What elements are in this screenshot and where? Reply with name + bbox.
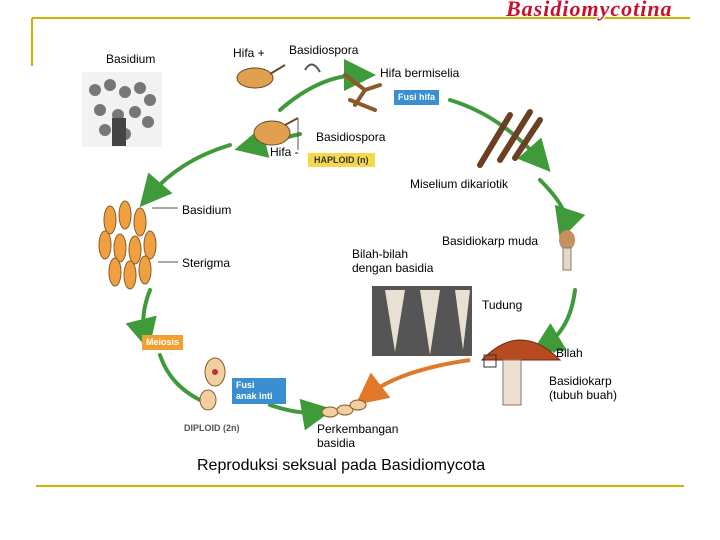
diploid-cells (199, 357, 226, 411)
mushroom-drawing (480, 339, 562, 406)
page-title: Basidiomycotina (506, 0, 673, 21)
label-perkembangan-basidia: Perkembangan basidia (317, 422, 399, 450)
tag-haploid: HAPLOID (n) (308, 153, 375, 167)
label-basidiospora-mid: Basidiospora (316, 130, 386, 144)
label-basidiokarp-muda: Basidiokarp muda (442, 234, 539, 248)
tag-fusi-hifa: Fusi hifa (394, 90, 440, 105)
gill-section (372, 286, 472, 356)
label-bilah-dengan-basidia: Bilah-bilah dengan basidia (352, 247, 434, 275)
hifa-minus-spore (253, 117, 299, 150)
label-hifa-minus: Hifa - (270, 145, 299, 159)
label-hifa-bermiselia: Hifa bermiselia (380, 66, 460, 80)
label-basidiospora-top: Basidiospora (289, 43, 359, 57)
tag-meiosis: Meiosis (142, 335, 184, 350)
developing-basidia (321, 399, 367, 418)
label-sterigma: Sterigma (182, 256, 231, 270)
basidium-micrograph (82, 72, 162, 147)
label-tudung: Tudung (482, 298, 523, 312)
label-hifa-plus: Hifa + (233, 46, 265, 60)
slide-frame (31, 17, 690, 487)
basidia-cluster (98, 200, 178, 290)
label-basidiokarp-tubuh-buah: Basidiokarp (tubuh buah) (549, 374, 618, 402)
hyphae-drawing (343, 73, 382, 112)
label-bilah: Bilah (556, 346, 583, 360)
label-basidium-mid: Basidium (182, 203, 232, 217)
label-basidium-top: Basidium (106, 52, 156, 66)
hifa-plus-spore (236, 63, 321, 89)
young-basidiocarp (559, 230, 575, 271)
tag-diploid: DIPLOID (2n) (184, 423, 240, 433)
figure-caption: Reproduksi seksual pada Basidiomycota (197, 457, 486, 474)
development-arrow (355, 358, 471, 405)
mycelium-drawing (477, 109, 543, 168)
tag-fusi-anak-inti: Fusi anak inti (232, 378, 286, 404)
cycle-arrows (125, 59, 586, 431)
label-miselium-dikariotik: Miselium dikariotik (410, 177, 509, 191)
